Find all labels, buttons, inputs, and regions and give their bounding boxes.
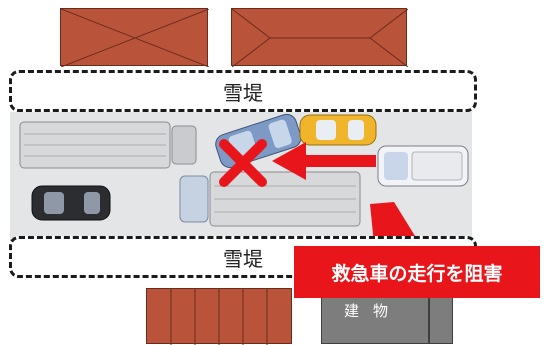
car-black xyxy=(31,185,111,221)
building-roof-ridged xyxy=(146,288,292,345)
truck-left xyxy=(19,121,197,169)
traffic-scene xyxy=(19,113,469,240)
building-label: 建物 xyxy=(343,302,402,320)
snowbank-top: 雪堤 xyxy=(9,70,477,112)
building-divider xyxy=(428,274,430,344)
ambulance xyxy=(377,145,469,187)
truck-bottom xyxy=(179,171,361,227)
roof-lines-icon xyxy=(170,289,268,345)
roof-lines-icon xyxy=(232,9,408,67)
car-yellow xyxy=(299,114,377,146)
callout-box: 救急車の走行を阻害 xyxy=(294,246,540,298)
arrow-left-icon xyxy=(272,142,376,180)
snowbank-bottom-label: 雪堤 xyxy=(223,246,263,271)
building-roof-gable xyxy=(231,8,408,67)
blocked-x-icon xyxy=(219,139,267,187)
building-roof-hip xyxy=(60,8,209,67)
roof-lines-icon xyxy=(61,9,209,67)
snowbank-top-label: 雪堤 xyxy=(223,80,263,105)
callout-pointer xyxy=(370,202,418,240)
